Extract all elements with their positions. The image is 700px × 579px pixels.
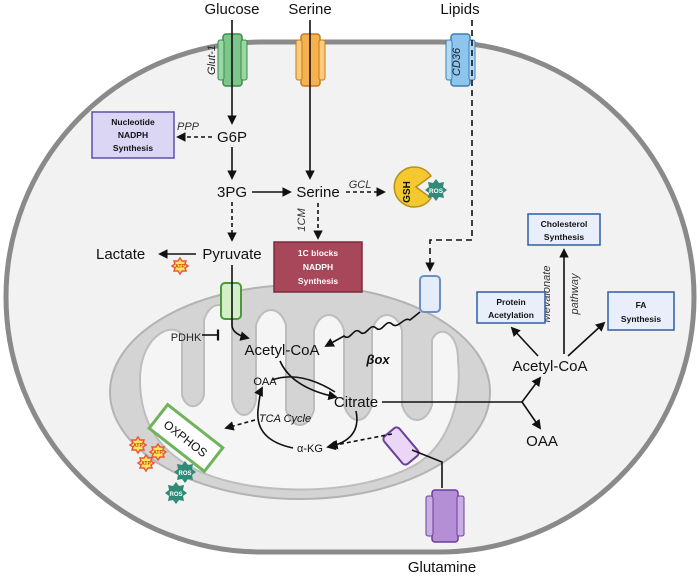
arrow-branch-oaa	[521, 401, 542, 430]
arrow-oaa-citrate	[271, 376, 336, 393]
cd36-transporter	[445, 33, 476, 87]
mitochondrion	[109, 284, 491, 500]
arrow-tca-oxphos	[224, 419, 256, 431]
arrow-acetylcoa-protein	[510, 326, 539, 357]
arrow-pyruvate-acetylcoa	[231, 265, 250, 341]
one-c-box-line-1: 1C blocks	[298, 248, 338, 258]
fa-synthesis-box: FA Synthesis	[607, 291, 675, 331]
glut1-label: Glut-1	[206, 45, 218, 75]
fa-box-line-2: Synthesis	[621, 314, 661, 324]
gcl-label: GCL	[349, 179, 372, 191]
arrow-box-acetylcoa	[324, 311, 421, 347]
lipid-carrier	[419, 275, 441, 313]
atp-label-oxphos-2: ATP	[153, 450, 163, 456]
ros-badge-gsh: ROS	[425, 179, 447, 201]
arrow-glutamine-akg-dashed	[328, 433, 393, 450]
protein-acetylation-box: Protein Acetylation	[476, 291, 546, 324]
atp-badge-lactate: ATP	[170, 256, 190, 276]
nucleotide-box-line-2: NADPH	[118, 130, 148, 140]
atp-label-oxphos-3: ATP	[141, 461, 151, 467]
mitochondrion-cristae	[138, 304, 460, 491]
ros-label-oxphos-2: ROS	[169, 492, 182, 498]
cd36-label: CD36	[451, 47, 463, 76]
acetyl-coa-mito-label: Acetyl-CoA	[244, 342, 319, 359]
1cm-label: 1CM	[296, 208, 308, 232]
arrow-acetylcoa-fa	[567, 321, 606, 357]
atp-label-oxphos-1: ATP	[133, 443, 143, 449]
arrows	[158, 20, 606, 488]
pyruvate-label: Pyruvate	[202, 246, 261, 263]
fa-box-line-1: FA	[636, 300, 647, 310]
ros-badge-oxphos-2: ROS	[165, 482, 187, 504]
cholesterol-box-line-2: Synthesis	[544, 232, 584, 242]
pdhk-label: PDHK	[171, 332, 202, 344]
arrow-akg-oaa	[254, 386, 294, 449]
3pg-label: 3PG	[217, 184, 247, 201]
one-c-box-line-2: NADPH	[303, 262, 333, 272]
oaa-cyto-label: OAA	[526, 433, 558, 450]
ros-label-gsh: ROS	[429, 188, 444, 195]
atp-badge-oxphos-1: ATP	[128, 435, 148, 455]
acetyl-coa-cyto-label: Acetyl-CoA	[512, 358, 587, 375]
nucleotide-synthesis-box: Nucleotide NADPH Synthesis	[91, 111, 175, 159]
box-label: βox	[365, 352, 390, 367]
glutamine-label: Glutamine	[408, 559, 476, 576]
g6p-label: G6P	[217, 129, 247, 146]
protein-box-line-1: Protein	[496, 297, 525, 307]
tca-cycle-label: TCA Cycle	[259, 413, 311, 425]
serine-label: Serine	[296, 184, 339, 201]
glutamine-carrier	[382, 426, 420, 466]
akg-label: α-KG	[297, 443, 323, 455]
one-c-blocks-box: 1C blocks NADPH Synthesis	[273, 241, 363, 293]
gsh-label: GSH	[402, 181, 413, 203]
nucleotide-box-line-3: Synthesis	[113, 143, 153, 153]
arrow-branch-acetylcoa	[521, 376, 542, 403]
glucose-label: Glucose	[204, 1, 259, 18]
atp-badge-oxphos-3: ATP	[136, 453, 156, 473]
arrow-lipids-carrier	[425, 20, 473, 272]
atp-badge-oxphos-2: ATP	[148, 442, 168, 462]
arrow-glutamine-akg	[411, 449, 443, 488]
mevalonate-label-2: pathway	[569, 272, 581, 315]
arrow-acetylcoa-citrate	[279, 360, 338, 401]
atp-label-lactate: ATP	[175, 264, 185, 270]
pyruvate-carrier	[220, 282, 242, 320]
one-c-box-line-3: Synthesis	[298, 276, 338, 286]
glutamine-transporter	[425, 489, 465, 543]
protein-box-line-2: Acetylation	[488, 310, 534, 320]
gsh-badge: GSH	[393, 166, 433, 208]
cholesterol-box-line-1: Cholesterol	[541, 219, 588, 229]
ppp-label: PPP	[177, 121, 200, 133]
lactate-label: Lactate	[96, 246, 145, 263]
serine-input-label: Serine	[288, 1, 331, 18]
ros-badge-oxphos-1: ROS	[174, 461, 196, 483]
lipids-label: Lipids	[440, 1, 479, 18]
oaa-mito-label: OAA	[253, 376, 277, 388]
citrate-label: Citrate	[334, 394, 378, 411]
nucleotide-box-line-1: Nucleotide	[111, 117, 155, 127]
cholesterol-synthesis-box: Cholesterol Synthesis	[527, 213, 601, 246]
ros-label-oxphos-1: ROS	[178, 471, 191, 477]
